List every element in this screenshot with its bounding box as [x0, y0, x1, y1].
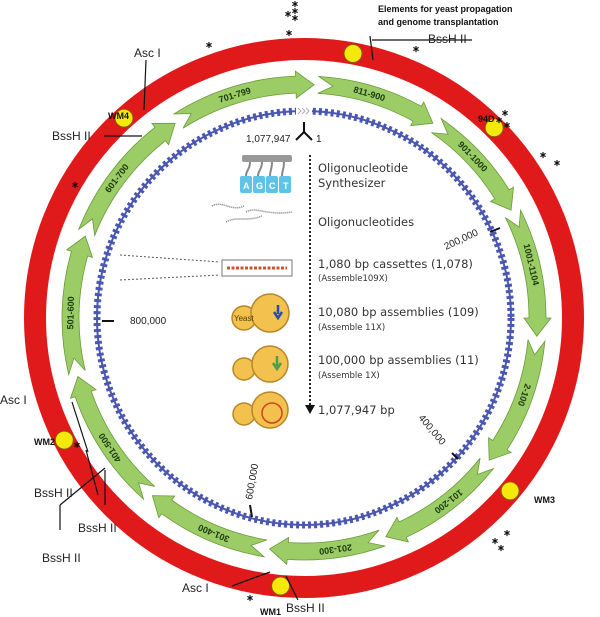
tick-200000: 200,000 — [443, 227, 481, 252]
step-cassettes: 1,080 bp cassettes (1,078) (Assemble109X… — [119, 254, 473, 284]
vector-ring — [24, 38, 584, 598]
step-genome: 1,077,947 bp — [232, 391, 395, 429]
asterisk-icon — [503, 529, 511, 537]
tick-400000: 400,000 — [416, 413, 448, 448]
label-bssh-wm1: BssH II — [286, 601, 325, 615]
yeast-label: Yeast — [234, 314, 255, 323]
site-94d — [484, 118, 504, 138]
asterisk-icon — [412, 45, 420, 53]
step-title: Oligonucleotides — [318, 215, 414, 229]
step-title: 1,077,947 bp — [318, 403, 395, 417]
site-wm2 — [54, 430, 74, 450]
yeast-genome-icon — [232, 391, 289, 429]
step-title-2: Synthesizer — [318, 176, 386, 190]
label-wm3: WM3 — [534, 495, 555, 505]
label-asc-wm4: Asc I — [134, 46, 161, 60]
step-title: 100,000 bp assemblies (11) — [318, 353, 479, 367]
step-subtitle: (Assemble109X) — [318, 274, 388, 284]
asterisk-icon — [497, 544, 505, 552]
label-bssh-wm2-1: BssH II — [34, 486, 73, 500]
cassette-arrow — [505, 208, 552, 337]
asterisk-icon — [291, 14, 299, 22]
step-subtitle: (Assemble 11X) — [318, 323, 385, 333]
asterisk-icon — [553, 159, 561, 167]
site-wm4 — [114, 108, 134, 128]
restriction-sites — [54, 44, 520, 596]
step-10kb: Yeast 10,080 bp assemblies (109) (Assemb… — [231, 293, 479, 333]
site-top — [343, 44, 363, 63]
step-title: 1,080 bp cassettes (1,078) — [318, 257, 473, 271]
step-title: Oligonucleotide — [318, 161, 408, 175]
tick-600000: 600,000 — [244, 463, 261, 501]
cassette-icon — [221, 259, 293, 277]
origin-right-label: 1 — [316, 134, 322, 145]
asterisk-icon — [491, 537, 499, 545]
oligonucleotides-icon — [211, 203, 293, 223]
label-asc-wm2: Asc I — [0, 393, 27, 407]
label-bssh-wm2-2: BssH II — [78, 521, 117, 535]
synthesizer-icon: A G C T — [240, 155, 292, 193]
label-wm4: WM4 — [108, 111, 129, 121]
cassette-arrow — [317, 76, 434, 127]
nucleotide-letter: C — [269, 181, 276, 191]
asterisk-icon — [205, 41, 213, 49]
asterisk-icon — [285, 29, 293, 37]
cassette-arrow — [385, 457, 495, 543]
cassette-arrow-label: 201-300 — [318, 542, 352, 556]
asterisk-icon — [291, 0, 299, 8]
dna-ring — [93, 106, 515, 529]
arrow-down-icon — [305, 405, 315, 414]
origin-junction-icon — [295, 122, 313, 141]
yeast-icon: Yeast — [231, 293, 290, 333]
asterisk-icon — [284, 10, 292, 18]
header-note-line2: and genome transplantation — [378, 17, 499, 27]
step-100kb: 100,000 bp assemblies (11) (Assemble 1X) — [232, 345, 479, 383]
label-wm1: WM1 — [260, 607, 281, 617]
step-synthesizer: A G C T Oligonucleotide Synthesizer — [240, 155, 408, 193]
label-94d: 94D — [478, 114, 495, 124]
cassette-arrow — [488, 339, 546, 461]
step-subtitle: (Assemble 1X) — [318, 371, 380, 381]
site-labels — [59, 35, 472, 601]
header-note-line1: Elements for yeast propagation — [378, 4, 513, 14]
cassette-arrows: 811-900901-10001001-11042-100101-200201-… — [61, 70, 552, 566]
label-bssh-wm4: BssH II — [52, 129, 91, 143]
yeast-icon — [232, 345, 289, 383]
tick-800000: 800,000 — [130, 316, 167, 327]
label-bssh-wm2-3: BssH II — [42, 551, 81, 565]
cassette-arrow — [172, 70, 315, 129]
label-bssh-top: BssH II — [428, 32, 467, 46]
asterisk-icon — [501, 109, 509, 117]
origin-left-label: 1,077,947 — [246, 134, 291, 145]
label-asc-wm1: Asc I — [182, 581, 209, 595]
asterisk-icon — [246, 594, 254, 602]
cassette-arrow — [69, 375, 156, 501]
origin-marker: 1,077,947 1 — [246, 122, 322, 145]
cassette-arrow — [61, 235, 94, 376]
cassette-arrow — [77, 122, 176, 238]
site-wm1 — [271, 576, 291, 596]
nucleotide-letter: G — [256, 181, 263, 191]
nucleotide-letter: T — [283, 181, 289, 191]
cassette-arrow — [268, 529, 387, 566]
step-title: 10,080 bp assemblies (109) — [318, 305, 479, 319]
label-wm2: WM2 — [34, 437, 55, 447]
cassette-arrow — [151, 495, 268, 558]
step-oligonucleotides: Oligonucleotides — [211, 203, 414, 229]
site-wm3 — [500, 481, 520, 501]
nucleotide-letter: A — [243, 181, 250, 191]
cassette-arrow — [431, 117, 514, 211]
asterisk-icon — [291, 7, 299, 15]
cassette-arrow-label: 501-600 — [65, 296, 76, 329]
asterisk-icon — [539, 151, 547, 159]
